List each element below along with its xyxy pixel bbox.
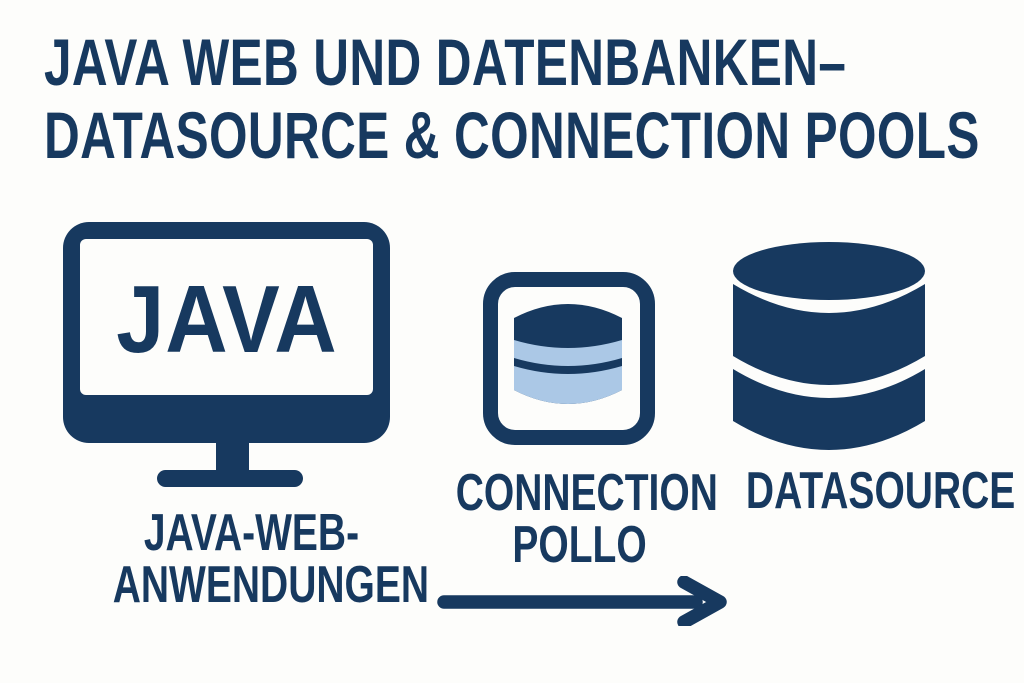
java-web-label-line2: ANWENDUNGEN: [112, 556, 430, 614]
monitor-stand-neck: [216, 441, 249, 473]
java-web-label-line1: JAVA-WEB-: [143, 504, 359, 562]
connection-pool-label: CONNECTION POLLO: [412, 467, 718, 574]
page-title: JAVA WEB UND DATENBANKEN– DATASOURCE & C…: [44, 26, 1024, 172]
connection-pool-label-line1: CONNECTION: [455, 464, 718, 522]
title-line-1: JAVA WEB UND DATENBANKEN–: [44, 25, 847, 99]
java-web-anwendungen-label: JAVA-WEB- ANWENDUNGEN: [60, 504, 429, 611]
monitor-screen-text: JAVA: [115, 266, 338, 373]
monitor-stand-base: [157, 470, 303, 487]
arrow-right-icon: [437, 576, 727, 626]
connection-pool-icon: [483, 272, 655, 445]
database-cylinder-icon: [514, 304, 622, 404]
datasource-label: DATASOURCE: [701, 465, 1015, 517]
database-icon: [733, 242, 925, 450]
title-line-2: DATASOURCE & CONNECTION POOLS: [44, 98, 980, 172]
monitor-icon: JAVA: [63, 222, 390, 443]
datasource-label-text: DATASOURCE: [745, 462, 1016, 520]
monitor-screen: JAVA: [80, 239, 373, 395]
connection-pool-label-line2: POLLO: [512, 516, 648, 574]
